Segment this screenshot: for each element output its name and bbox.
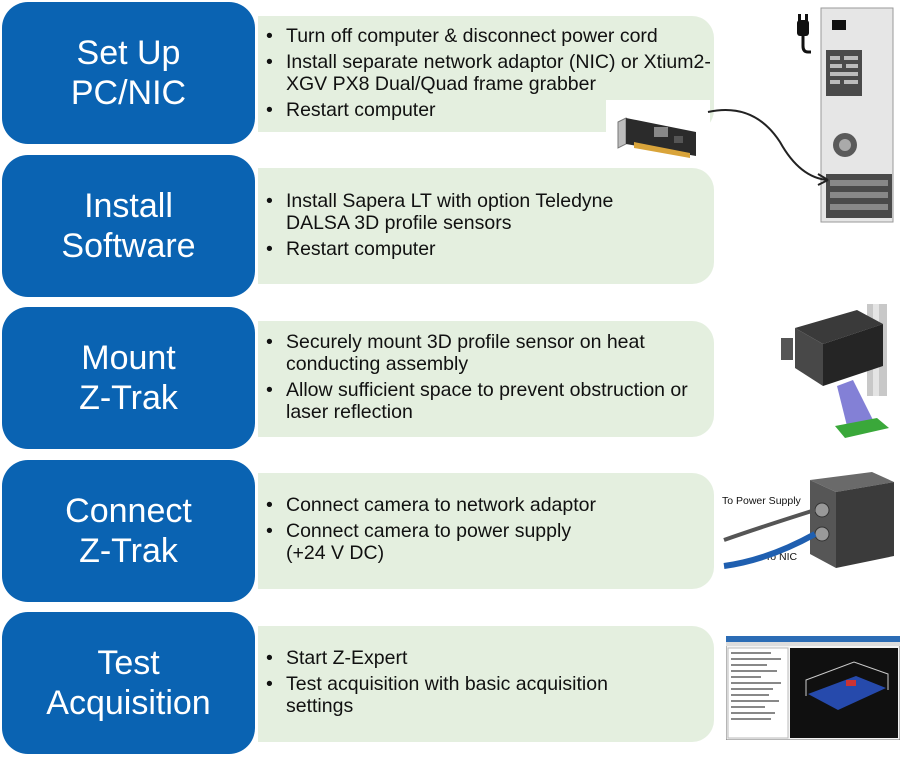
step-title-line: Test [97,644,160,682]
bullet-item: Test acquisition with basic acquisition … [266,673,646,717]
pc-tower-icon [797,7,894,223]
step-title-line: Set Up [76,34,181,72]
bullet-item: Restart computer [266,238,714,260]
bullet-item: Start Z-Expert [266,647,714,669]
step-details-mount: Securely mount 3D profile sensor on heat… [258,321,714,437]
step-title-line: Z-Trak [79,532,178,570]
step-test-acquisition: Test Acquisition [2,612,255,754]
z-expert-screenshot-icon [726,636,900,740]
bullet-item: Securely mount 3D profile sensor on heat… [266,331,686,375]
caption-to-power-supply: To Power Supply [722,495,802,507]
network-card-icon [606,100,829,186]
step-details-test: Start Z-Expert Test acquisition with bas… [258,626,714,742]
step-title-line: Software [61,227,196,265]
step-title-line: Mount [81,339,176,377]
bullet-item: Connect camera to network adaptor [266,494,714,516]
step-setup-pc-nic: Set Up PC/NIC [2,2,255,144]
step-title-line: Install [84,187,173,225]
step-title-line: Connect [65,492,192,530]
bullet-item: Turn off computer & disconnect power cor… [266,25,714,47]
bullet-item: Connect camera to power supply (+24 V DC… [266,520,616,564]
step-details-connect: Connect camera to network adaptor Connec… [258,473,714,589]
bullet-item: Install separate network adaptor (NIC) o… [266,51,714,95]
step-details-software: Install Sapera LT with option Teledyne D… [258,168,714,284]
step-title-line: Acquisition [46,684,211,722]
step-title-line: PC/NIC [70,74,187,112]
step-install-software: Install Software [2,155,255,297]
camera-connectors-icon: To Power Supply To NIC [722,472,894,569]
step-mount-z-trak: Mount Z-Trak [2,307,255,449]
bullet-item: Install Sapera LT with option Teledyne D… [266,190,626,234]
z-trak-sensor-icon [781,304,889,438]
bullet-item: Allow sufficient space to prevent obstru… [266,379,701,423]
power-plug-icon [797,14,811,54]
bullet-item: Restart computer [266,99,714,121]
step-details-setup: Turn off computer & disconnect power cor… [258,16,714,132]
step-connect-z-trak: Connect Z-Trak [2,460,255,602]
step-title-line: Z-Trak [79,379,178,417]
